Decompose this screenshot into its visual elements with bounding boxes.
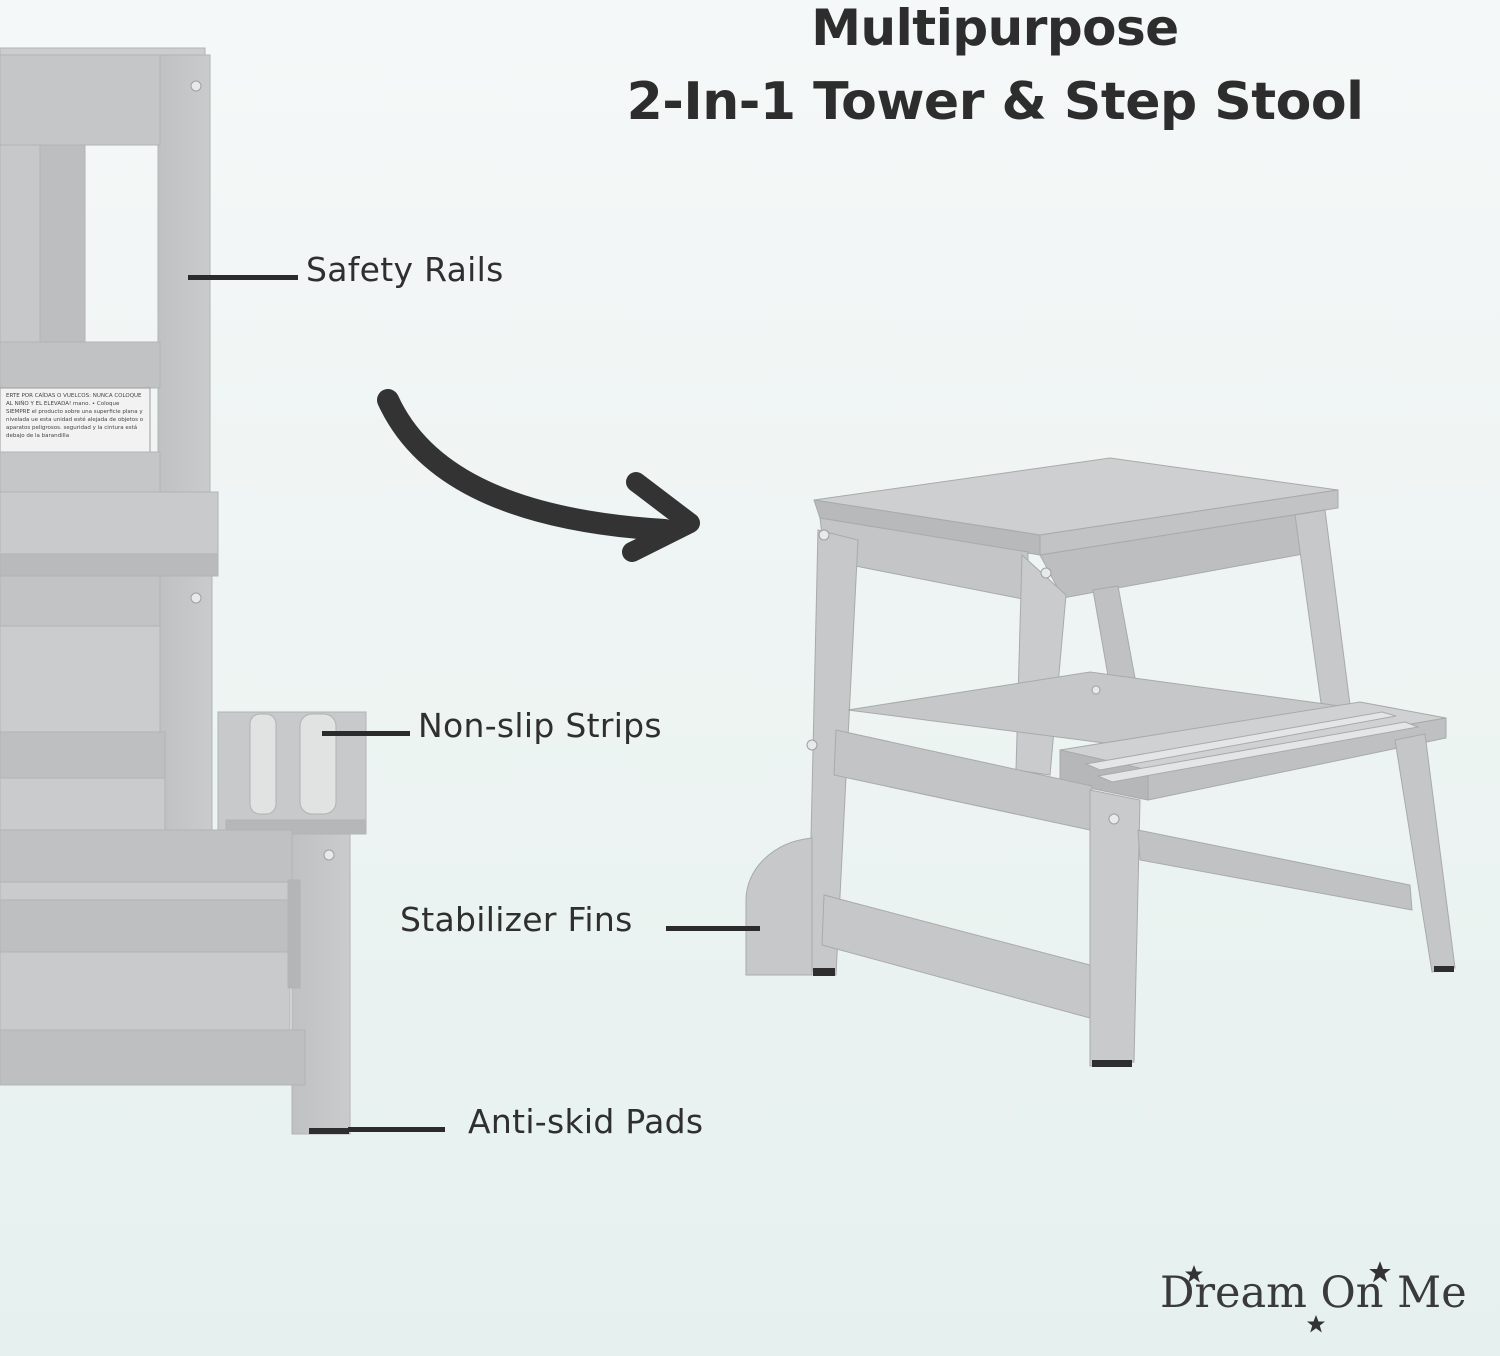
stabilizer-fins-callout: Stabilizer Fins [400, 900, 633, 939]
anti-skid-pads-leader [348, 1127, 445, 1132]
headline-line-2: 2-In-1 Tower & Step Stool [626, 72, 1364, 132]
learning-tower [0, 47, 367, 1135]
star-icon [1307, 1315, 1325, 1333]
stabilizer-fins-leader [666, 926, 760, 931]
brand-logo: Dream On Me [1160, 1268, 1467, 1318]
anti-skid-pads-callout: Anti-skid Pads [468, 1102, 704, 1141]
star-icon [1369, 1261, 1391, 1283]
non-slip-strips-callout: Non-slip Strips [418, 706, 662, 745]
step-stool [745, 457, 1456, 1067]
safety-rails-callout: Safety Rails [306, 250, 504, 289]
star-icon [1185, 1265, 1203, 1283]
brand-logo-text: Dream On Me [1160, 1268, 1467, 1318]
warning-label: ERTE POR CAÍDAS O VUELCOS: NUNCA COLOQUE… [6, 393, 144, 439]
non-slip-strips-leader [322, 731, 410, 736]
headline-line-1: Multipurpose [811, 0, 1179, 57]
curved-arrow-icon [377, 389, 700, 562]
safety-rails-leader [188, 275, 298, 280]
